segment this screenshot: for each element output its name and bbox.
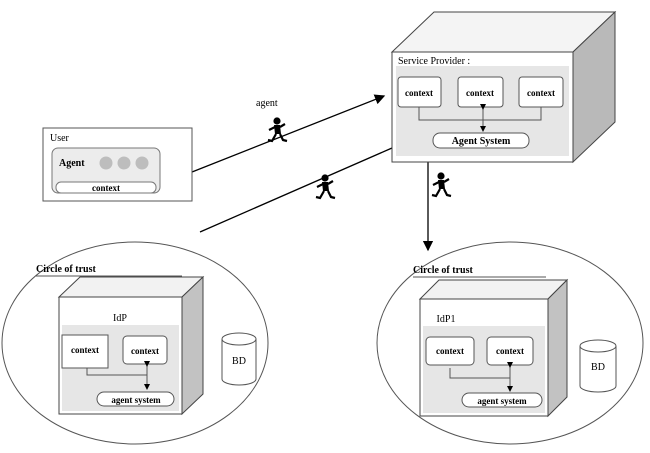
circle-right-label: Circle of trust	[413, 265, 473, 276]
user-context-label: context	[92, 183, 120, 193]
sp-title: Service Provider :	[398, 56, 470, 67]
agent-label: agent	[256, 98, 278, 109]
idp-label: IdP	[113, 313, 127, 324]
agent-dot	[135, 156, 149, 170]
service-provider-cube: Service Provider : context context conte…	[390, 10, 617, 164]
db1-label: BD	[591, 362, 605, 373]
idp1-context-2: context	[496, 346, 524, 356]
sp-context-2: context	[466, 88, 494, 98]
idp-context-1: context	[71, 345, 99, 355]
running-agent-icon	[430, 171, 453, 198]
user-box: User Agent context	[42, 127, 193, 202]
circle-of-trust-right: Circle of trust IdP1 context context age…	[376, 241, 644, 445]
db-label: BD	[232, 356, 246, 367]
user-agent-label: Agent	[59, 158, 85, 169]
sp-context-1: context	[405, 88, 433, 98]
agent-dot	[117, 156, 131, 170]
running-agent-icon	[314, 173, 337, 200]
circle-left-label: Circle of trust	[36, 264, 96, 275]
sp-to-circle-left-link	[199, 147, 393, 233]
idp-context-2: context	[131, 346, 159, 356]
idp1-agent-system: agent system	[477, 396, 527, 406]
agent-dot	[99, 156, 113, 170]
user-to-sp-arrow	[191, 94, 386, 173]
idp-agent-system: agent system	[111, 395, 161, 405]
idp1-context-1: context	[436, 346, 464, 356]
sp-agent-system: Agent System	[452, 136, 511, 147]
circle-of-trust-left: Circle of trust IdP context context agen…	[1, 241, 269, 445]
idp1-label: IdP1	[437, 314, 456, 325]
sp-context-3: context	[527, 88, 555, 98]
user-title: User	[50, 133, 70, 144]
